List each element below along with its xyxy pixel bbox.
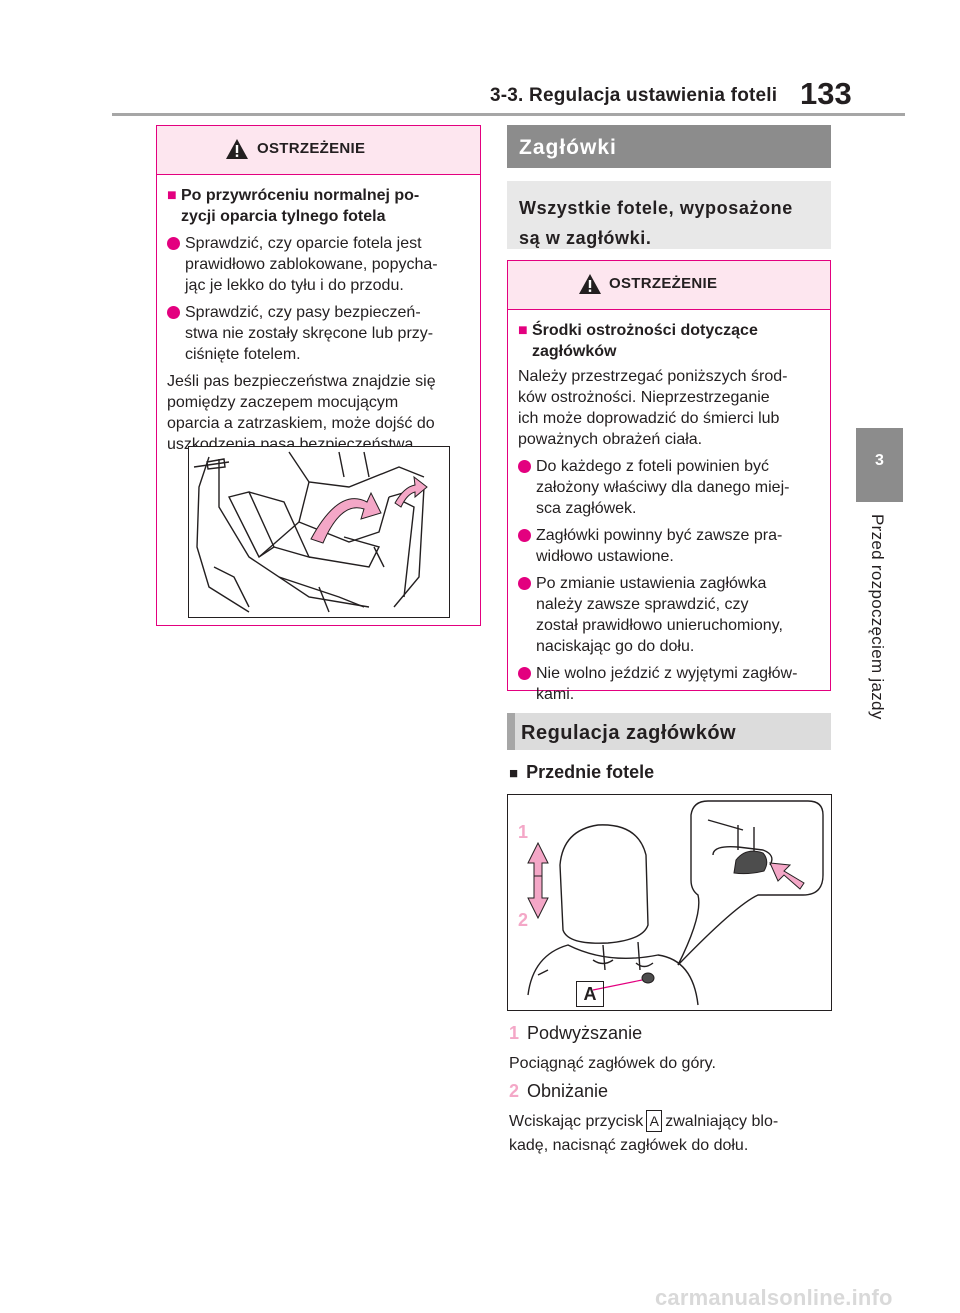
bullet-dot-icon [518,667,531,680]
bullet-dot-icon [167,237,180,250]
warning-subheading: ■Środki ostrożności dotyczące zagłówków [518,322,758,360]
chapter-number: 3 [875,452,884,469]
bullet-dot-icon [167,306,180,319]
bullet-dot-icon [518,529,531,542]
label-a: A [576,981,604,1007]
section-heading-headrests: Zagłówki [507,125,831,168]
rear-seat-drawing [193,451,428,613]
step-1-description: Pociągnąć zagłówek do góry. [509,1055,716,1072]
warning-icon [226,139,248,159]
page-number: 133 [800,76,852,111]
warning-header: OSTRZEŻENIE [508,261,830,310]
list-item: Po zmianie ustawienia zagłówka należy za… [518,573,820,657]
header-rule [112,113,905,116]
list-item: Do każdego z foteli powinien być założon… [518,456,820,519]
running-header-section: 3-3. Regulacja ustawienia foteli [490,85,778,106]
square-bullet-icon: ■ [518,322,528,339]
section-title: Regulacja zagłówków [521,722,737,744]
bullet-dot-icon [518,460,531,473]
section-heading-adjust: Regulacja zagłówków [507,713,831,750]
front-seats-heading: ■Przednie fotele [509,762,655,782]
warning-icon [579,274,601,294]
warning-box-left: OSTRZEŻENIE ■Po przywróceniu normalnej p… [156,125,481,626]
key-a-badge: A [646,1110,663,1132]
label-2: 2 [518,910,529,930]
footer-watermark: carmanualsonline.info [655,1285,893,1310]
rear-seat-illustration [188,446,450,618]
intro-text: Wszystkie fotele, wyposażone są w zagłów… [519,198,793,248]
list-item: Sprawdzić, czy oparcie fotela jest prawi… [167,233,470,296]
warning-title: OSTRZEŻENIE [257,140,366,157]
warning-paragraph: Należy przestrzegać poniższych środ- ków… [518,368,788,448]
warning-title: OSTRZEŻENIE [609,275,718,292]
chapter-label: Przed rozpoczęciem jazdy [868,514,887,720]
square-bullet-icon: ■ [167,187,177,204]
label-1: 1 [518,822,529,842]
warning-paragraph: Jeśli pas bezpieczeństwa znajdzie się po… [167,373,436,453]
warning-box-right: OSTRZEŻENIE ■Środki ostrożności dotycząc… [507,260,831,703]
section-band [507,713,515,750]
section-title: Zagłówki [519,136,617,159]
headrest-drawing [527,800,824,1006]
warning-subheading: ■Po przywróceniu normalnej po- zycji opa… [167,187,420,225]
list-item: Nie wolno jeździć z wyjętymi zagłów- kam… [518,663,820,705]
headrest-adjust-illustration: 1 2 A [507,794,832,1011]
bullet-dot-icon [518,577,531,590]
list-item: Zagłówki powinny być zawsze pra- widłowo… [518,525,820,567]
step-number: 1 [509,1023,520,1043]
warning-header: OSTRZEŻENIE [157,126,480,175]
square-bullet-icon: ■ [509,765,519,782]
intro-box: Wszystkie fotele, wyposażone są w zagłów… [507,181,831,249]
step-number: 2 [509,1081,520,1101]
list-item: Sprawdzić, czy pasy bezpieczeń- stwa nie… [167,302,470,365]
chapter-tab [856,428,903,502]
